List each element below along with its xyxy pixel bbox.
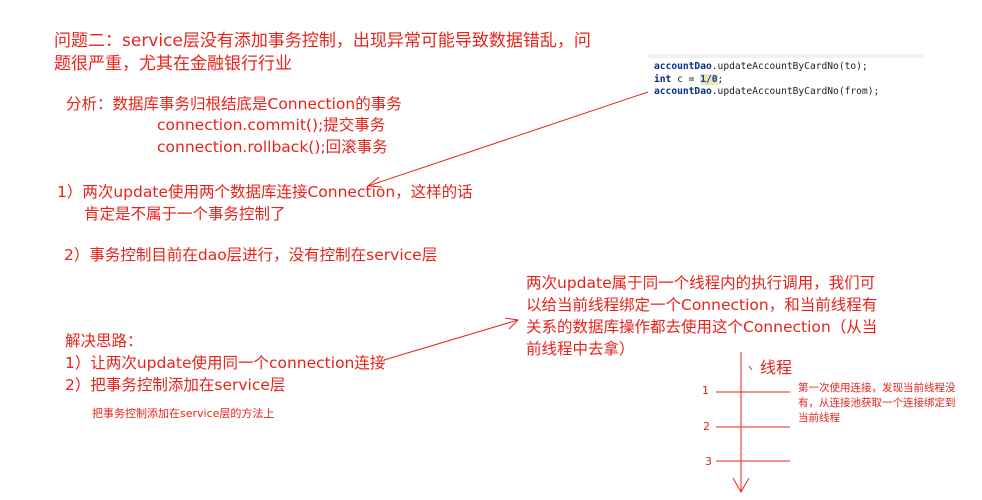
code-call: .updateAccountByCardNo(to); xyxy=(711,61,868,72)
code-call: .updateAccountByCardNo(from); xyxy=(711,86,880,97)
problem-line-1: 问题二：service层没有添加事务控制，出现异常可能导致数据错乱，问 xyxy=(54,31,591,51)
thread-note-line-2: 有，从连接池获取一个连接绑定到 xyxy=(798,397,956,409)
code-object: accountDao xyxy=(654,61,712,72)
code-snippet: accountDao.updateAccountByCardNo(to); in… xyxy=(648,54,924,98)
thread-note-line-3: 当前线程 xyxy=(798,412,840,424)
point-1-line-2: 肯定是不属于一个事务控制了 xyxy=(84,205,286,223)
thread-note-line-1: 第一次使用连接，发现当前线程没 xyxy=(798,382,956,394)
thread-tick-2: 2 xyxy=(703,420,710,433)
solution-step-1: 1）让两次update使用同一个connection连接 xyxy=(65,354,386,372)
explanation-line-3: 关系的数据库操作都去使用这个Connection（从当 xyxy=(526,318,878,336)
explanation-line-4: 前线程中去拿） xyxy=(526,340,635,358)
arrow-code-to-point-1 xyxy=(367,91,649,187)
thread-mark xyxy=(748,365,753,371)
thread-arrowhead xyxy=(732,477,750,494)
analysis-rollback: connection.rollback();回滚事务 xyxy=(157,138,388,156)
arrow-solution-to-explanation xyxy=(383,319,519,361)
arrowhead-explanation xyxy=(504,317,520,330)
problem-line-2: 题很严重，尤其在金融银行行业 xyxy=(54,54,292,74)
code-semicolon: ; xyxy=(717,73,724,85)
solution-title: 解决思路： xyxy=(65,332,143,350)
solution-note: 把事务控制添加在service层的方法上 xyxy=(92,407,275,420)
code-assign: c = xyxy=(671,73,701,85)
point-2: 2）事务控制目前在dao层进行，没有控制在service层 xyxy=(64,246,438,264)
code-line-1: accountDao.updateAccountByCardNo(to); xyxy=(654,61,924,74)
thread-tick-1: 1 xyxy=(702,384,709,397)
solution-step-2: 2）把事务控制添加在service层 xyxy=(65,376,286,394)
thread-label: 线程 xyxy=(760,358,793,377)
explanation-line-2: 以给当前线程绑定一个Connection，和当前线程有 xyxy=(526,296,878,314)
thread-tick-3: 3 xyxy=(705,455,712,468)
code-line-3: accountDao.updateAccountByCardNo(from); xyxy=(654,86,924,99)
point-1-line-1: 1）两次update使用两个数据库连接Connection，这样的话 xyxy=(57,183,473,201)
code-object: accountDao xyxy=(654,86,712,97)
analysis-commit: connection.commit();提交事务 xyxy=(157,116,386,134)
analysis-line-1: 分析：数据库事务归根结底是Connection的事务 xyxy=(66,95,402,113)
code-line-2: int c = 1/0; xyxy=(654,73,924,87)
code-keyword: int xyxy=(654,73,672,85)
explanation-line-1: 两次update属于同一个线程内的执行调用，我们可 xyxy=(526,274,876,292)
code-division-by-zero: 1/0 xyxy=(700,73,718,85)
